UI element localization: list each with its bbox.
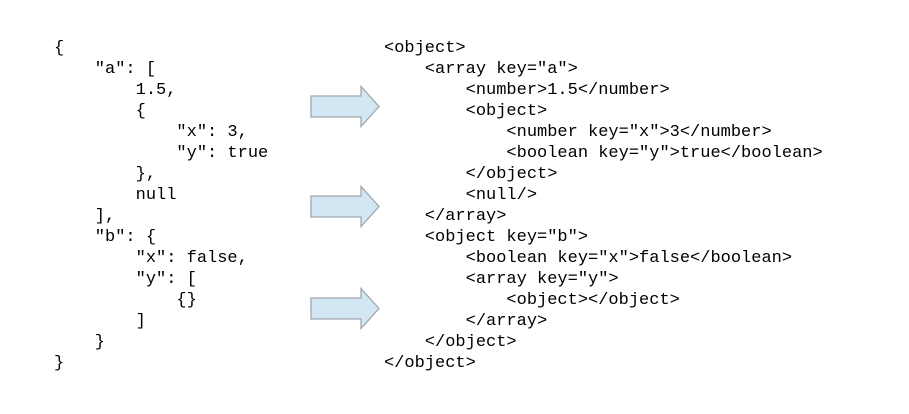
right-block-arrow-icon — [310, 185, 380, 228]
right-block-arrow-icon — [310, 287, 380, 330]
right-block-arrow-icon — [310, 85, 380, 128]
xml-output-code: <object> <array key="a"> <number>1.5</nu… — [384, 39, 823, 373]
json-source-code: { "a": [ 1.5, { "x": 3, "y": true }, nul… — [54, 39, 269, 373]
